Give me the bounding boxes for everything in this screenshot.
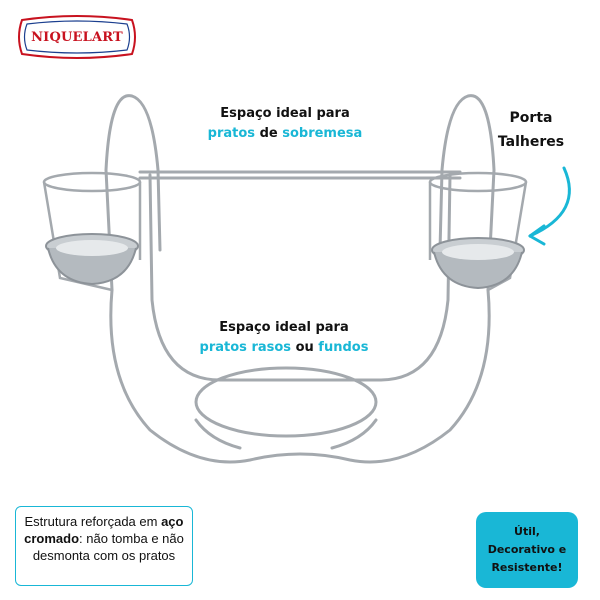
caption-dessert-plates: Espaço ideal para pratos de sobremesa — [190, 104, 380, 144]
info-text-bold: aço cromado — [24, 514, 184, 546]
badge-line-1: Útil, — [514, 525, 540, 538]
features-badge: Útil, Decorativo e Resistente! — [476, 512, 578, 588]
cutlery-holder-label: Porta Talheres — [476, 106, 586, 154]
info-text-2: : não tomba e não desmonta com os pratos — [32, 531, 184, 563]
caption-accent-2: fundos — [318, 340, 369, 355]
caption-accent-1: pratos rasos — [199, 340, 292, 355]
caption-line-2: pratos de sobremesa — [190, 124, 380, 144]
caption-connector: de — [255, 126, 283, 141]
badge-line-2: Decorativo e — [487, 543, 567, 556]
caption-line-2: pratos rasos ou fundos — [184, 338, 384, 358]
porta-line-2: Talheres — [497, 134, 565, 150]
brand-logo: NIQUELART — [14, 14, 140, 60]
logo-text: NIQUELART — [31, 29, 123, 45]
caption-accent-1: pratos — [207, 126, 256, 141]
curved-arrow-icon — [528, 166, 571, 246]
info-text-1: Estrutura reforçada em — [24, 514, 162, 529]
caption-line: Espaço ideal para — [219, 320, 349, 335]
caption-flat-plates: Espaço ideal para pratos rasos ou fundos — [184, 318, 384, 358]
porta-line-1: Porta — [509, 110, 553, 126]
caption-line: Espaço ideal para — [220, 106, 350, 121]
caption-accent-2: sobremesa — [282, 126, 363, 141]
caption-connector: ou — [291, 340, 319, 355]
structure-info-box: Estrutura reforçada em aço cromado: não … — [15, 506, 193, 586]
badge-line-3: Resistente! — [491, 561, 563, 574]
